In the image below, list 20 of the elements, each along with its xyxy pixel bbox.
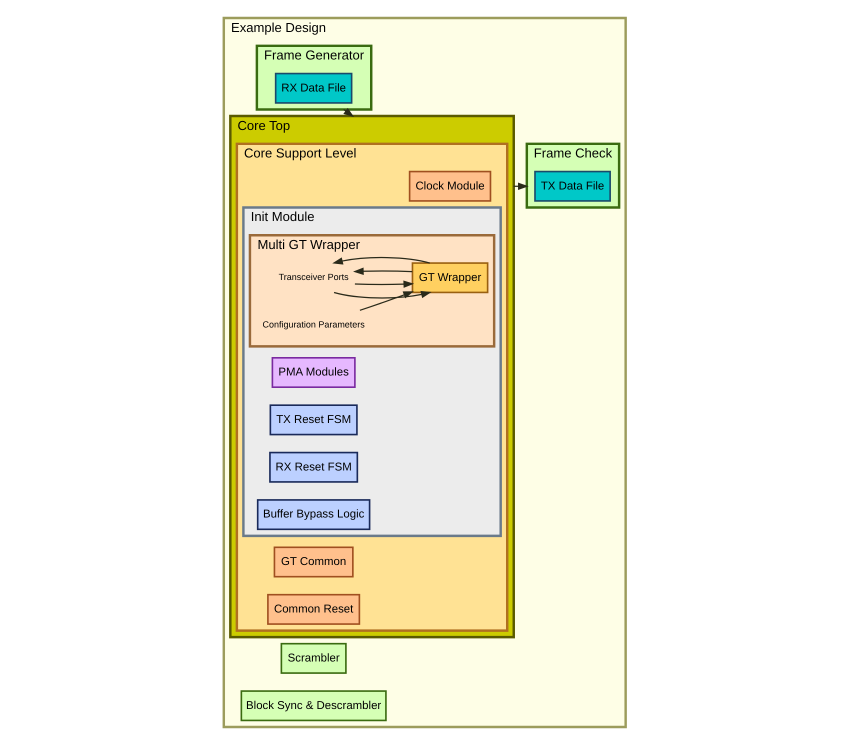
node-box: TX Data File (534, 170, 610, 202)
arrow (352, 268, 412, 275)
node-box: Clock Module (408, 170, 491, 202)
arrow (513, 182, 528, 190)
node-text: Transceiver Ports (278, 272, 348, 282)
node-box: PMA Modules (271, 356, 356, 388)
arrow (354, 280, 414, 288)
node-box: Block Sync & Descrambler (240, 690, 386, 722)
node-text: Configuration Parameters (262, 319, 364, 330)
node-box: GT Wrapper (411, 262, 488, 294)
arrow (359, 291, 414, 311)
node-box: Common Reset (266, 594, 360, 625)
node-box: Scrambler (280, 642, 346, 674)
arrow (332, 256, 430, 265)
node-box: RX Data File (274, 72, 352, 104)
node-box: Buffer Bypass Logic (256, 499, 370, 530)
node-box: TX Reset FSM (269, 404, 358, 436)
arrow (333, 290, 432, 299)
node-box: GT Common (273, 546, 354, 578)
node-box: RX Reset FSM (268, 452, 358, 483)
